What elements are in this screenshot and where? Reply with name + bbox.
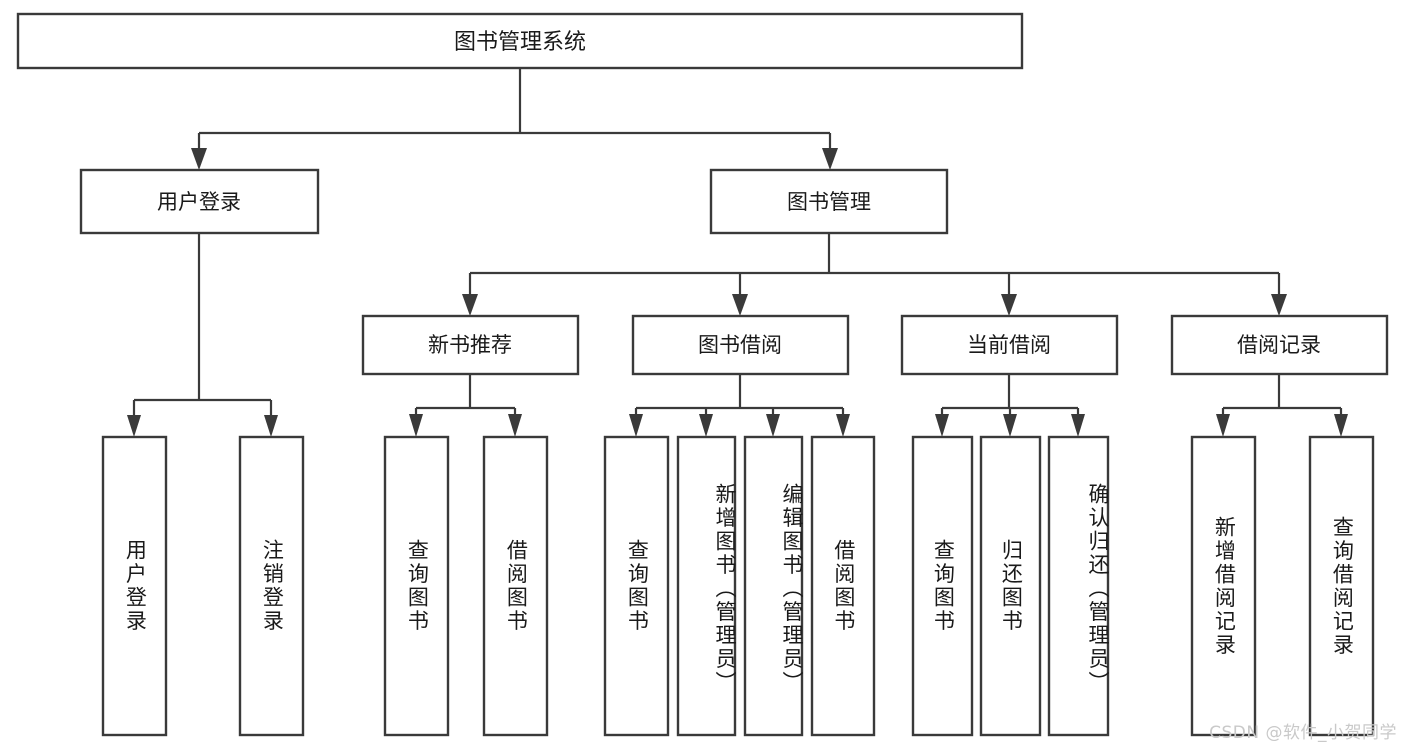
node-borrow-record-label: 借阅记录 — [1237, 333, 1321, 357]
arrow-to-user-login — [191, 148, 207, 170]
arrow-to-leaf-query-book-cur — [935, 414, 949, 437]
node-leaf-query-record-box[interactable] — [1308, 435, 1375, 737]
node-leaf-logout-box[interactable] — [238, 435, 305, 737]
node-leaf-add-book-box[interactable] — [676, 435, 737, 737]
node-new-book-recommend-label: 新书推荐 — [428, 333, 512, 357]
node-leaf-borrow-book-rec-box[interactable] — [482, 435, 549, 737]
node-book-borrow[interactable]: 图书借阅 — [631, 314, 850, 376]
connector-currentborrow-bus — [940, 374, 1080, 417]
arrow-to-leaf-borrow-book-rec — [508, 414, 522, 437]
node-leaf-user-login-box[interactable] — [101, 435, 168, 737]
node-leaf-edit-book-box[interactable] — [743, 435, 804, 737]
arrow-to-leaf-add-book — [699, 414, 713, 437]
arrow-to-leaf-borrow-book — [836, 414, 850, 437]
node-new-book-recommend[interactable]: 新书推荐 — [361, 314, 580, 376]
node-book-borrow-label: 图书借阅 — [698, 333, 782, 357]
node-leaf-query-book-rec-box[interactable] — [383, 435, 450, 737]
node-current-borrow-box[interactable] — [900, 314, 1119, 376]
arrow-to-leaf-user-login — [127, 415, 141, 437]
arrow-to-leaf-edit-book — [766, 414, 780, 437]
arrow-to-leaf-query-record — [1334, 414, 1348, 437]
arrow-to-leaf-add-record — [1216, 414, 1230, 437]
node-user-login-box[interactable] — [79, 168, 320, 235]
arrow-to-new-book-recommend — [462, 294, 478, 316]
connector-borrowrecord-bus — [1221, 374, 1343, 417]
arrow-to-book-manage — [822, 148, 838, 170]
node-root-box[interactable] — [16, 12, 1024, 70]
connector-userlogin-bus — [132, 233, 273, 417]
arrow-to-current-borrow — [1001, 294, 1017, 316]
node-leaf-add-record-box[interactable] — [1190, 435, 1257, 737]
connector-bookmanage-bus — [468, 233, 1281, 296]
node-leaf-borrow-book-box[interactable] — [810, 435, 876, 737]
node-book-manage[interactable]: 图书管理 — [709, 168, 949, 235]
node-book-manage-box[interactable] — [709, 168, 949, 235]
node-borrow-record-box[interactable] — [1170, 314, 1389, 376]
connector-root-bus — [197, 68, 832, 150]
arrow-to-leaf-return-book — [1003, 414, 1017, 437]
node-leaf-query-book-borrow-box[interactable] — [603, 435, 670, 737]
node-borrow-record[interactable]: 借阅记录 — [1170, 314, 1389, 376]
connector-bookborrow-bus — [634, 374, 845, 417]
arrow-to-book-borrow — [732, 294, 748, 316]
arrow-to-borrow-record — [1271, 294, 1287, 316]
node-current-borrow-label: 当前借阅 — [967, 333, 1051, 357]
connector-layer — [127, 68, 1348, 437]
csdn-watermark: CSDN @软件_小贺同学 — [1209, 723, 1397, 743]
node-book-borrow-box[interactable] — [631, 314, 850, 376]
node-root-label: 图书管理系统 — [454, 30, 586, 55]
node-user-login-label: 用户登录 — [157, 190, 241, 214]
node-user-login[interactable]: 用户登录 — [79, 168, 320, 235]
node-current-borrow[interactable]: 当前借阅 — [900, 314, 1119, 376]
connector-newbook-bus — [414, 374, 517, 417]
arrow-to-leaf-logout — [264, 415, 278, 437]
arrow-to-leaf-confirm-return — [1071, 414, 1085, 437]
node-leaf-return-book-box[interactable] — [979, 435, 1042, 737]
node-leaf-query-book-cur-box[interactable] — [911, 435, 974, 737]
arrow-to-leaf-query-book-rec — [409, 414, 423, 437]
arrow-to-leaf-query-book-borrow — [629, 414, 643, 437]
leaf-box-layer — [101, 435, 1375, 737]
node-leaf-confirm-return-box[interactable] — [1047, 435, 1110, 737]
node-book-manage-label: 图书管理 — [787, 190, 871, 214]
node-root[interactable]: 图书管理系统 — [16, 12, 1024, 70]
node-new-book-recommend-box[interactable] — [361, 314, 580, 376]
